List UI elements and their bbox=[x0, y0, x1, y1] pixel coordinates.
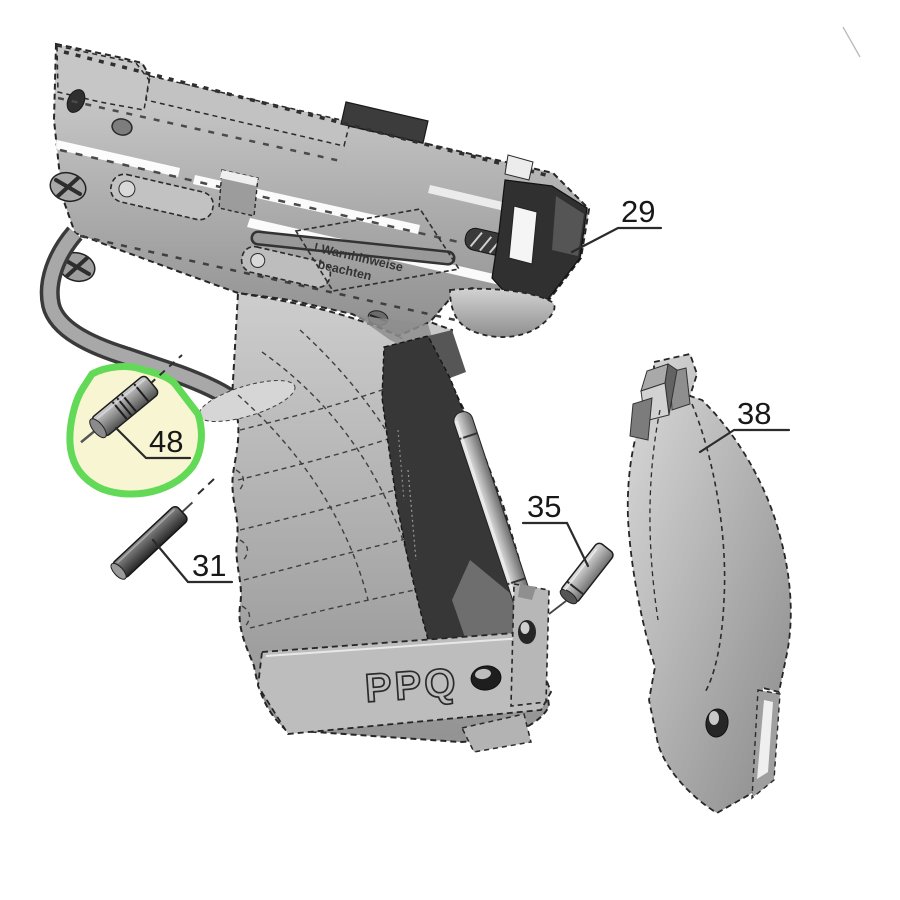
pistol-frame: ! Warnhinweise beachten bbox=[49, 42, 591, 338]
rear-mount-plate bbox=[510, 583, 550, 707]
magwell-band: PPQ bbox=[257, 631, 552, 753]
backstrap-part bbox=[626, 352, 792, 815]
serration-row bbox=[59, 148, 546, 264]
frame-top-slot bbox=[340, 101, 429, 144]
backstrap-top-tab bbox=[629, 363, 691, 441]
backstrap-channel bbox=[381, 335, 538, 659]
leader-31 bbox=[151, 538, 234, 584]
grip-shade bbox=[428, 330, 466, 378]
leader-48 bbox=[114, 426, 192, 460]
trigger-guard bbox=[39, 226, 239, 409]
leader-29 bbox=[570, 226, 663, 254]
frame-window-slot bbox=[240, 245, 332, 289]
callout-38-label: 38 bbox=[737, 396, 771, 431]
frame-rear-block bbox=[491, 154, 588, 301]
serration-row bbox=[79, 234, 501, 332]
callout-leaders bbox=[114, 226, 791, 584]
takedown-catch bbox=[58, 251, 96, 283]
callout-29-label: 29 bbox=[621, 194, 655, 229]
channel-marking bbox=[397, 429, 405, 501]
backstrap-edge-line bbox=[649, 409, 661, 621]
leader-35 bbox=[521, 521, 590, 568]
band-highlight bbox=[265, 637, 525, 657]
takedown-lever bbox=[49, 171, 87, 203]
lanyard-hole-glint bbox=[475, 668, 491, 680]
pin-35 bbox=[548, 542, 614, 615]
highlight-region-48[interactable] bbox=[66, 363, 205, 498]
pin-48 bbox=[80, 354, 183, 444]
frame-window-slot bbox=[109, 173, 215, 221]
ppq-logo: PPQ bbox=[364, 661, 460, 711]
callout-48-label: 48 bbox=[149, 424, 183, 459]
grip: PPQ bbox=[198, 291, 552, 753]
scratch-artifact bbox=[842, 26, 861, 58]
grip-thumb-scallop bbox=[198, 380, 296, 422]
backstrap-bottom-tab bbox=[751, 689, 781, 800]
channel-facet bbox=[452, 560, 526, 652]
magwell-lip bbox=[460, 713, 532, 753]
plate-hole-glint bbox=[520, 622, 530, 634]
highlight-blob[interactable] bbox=[66, 363, 205, 498]
rail-highlight bbox=[55, 140, 180, 177]
backstrap-hole-glint bbox=[709, 711, 719, 725]
callout-35-label: 35 bbox=[527, 489, 561, 524]
pin-31-axis-line bbox=[197, 478, 215, 495]
pin-31-tip bbox=[181, 501, 194, 513]
channel-marking bbox=[407, 469, 417, 561]
backstrap-body bbox=[626, 352, 792, 815]
beavertail bbox=[449, 287, 556, 338]
frame-boss bbox=[218, 169, 259, 217]
frame-top-step bbox=[145, 75, 351, 147]
frame-hole bbox=[111, 118, 133, 136]
callout-31-label: 31 bbox=[192, 548, 226, 583]
pin-31 bbox=[110, 478, 215, 580]
leader-38 bbox=[698, 428, 791, 454]
slide-stop-lever-top bbox=[253, 233, 453, 263]
pin-35-axis-line bbox=[548, 600, 567, 615]
